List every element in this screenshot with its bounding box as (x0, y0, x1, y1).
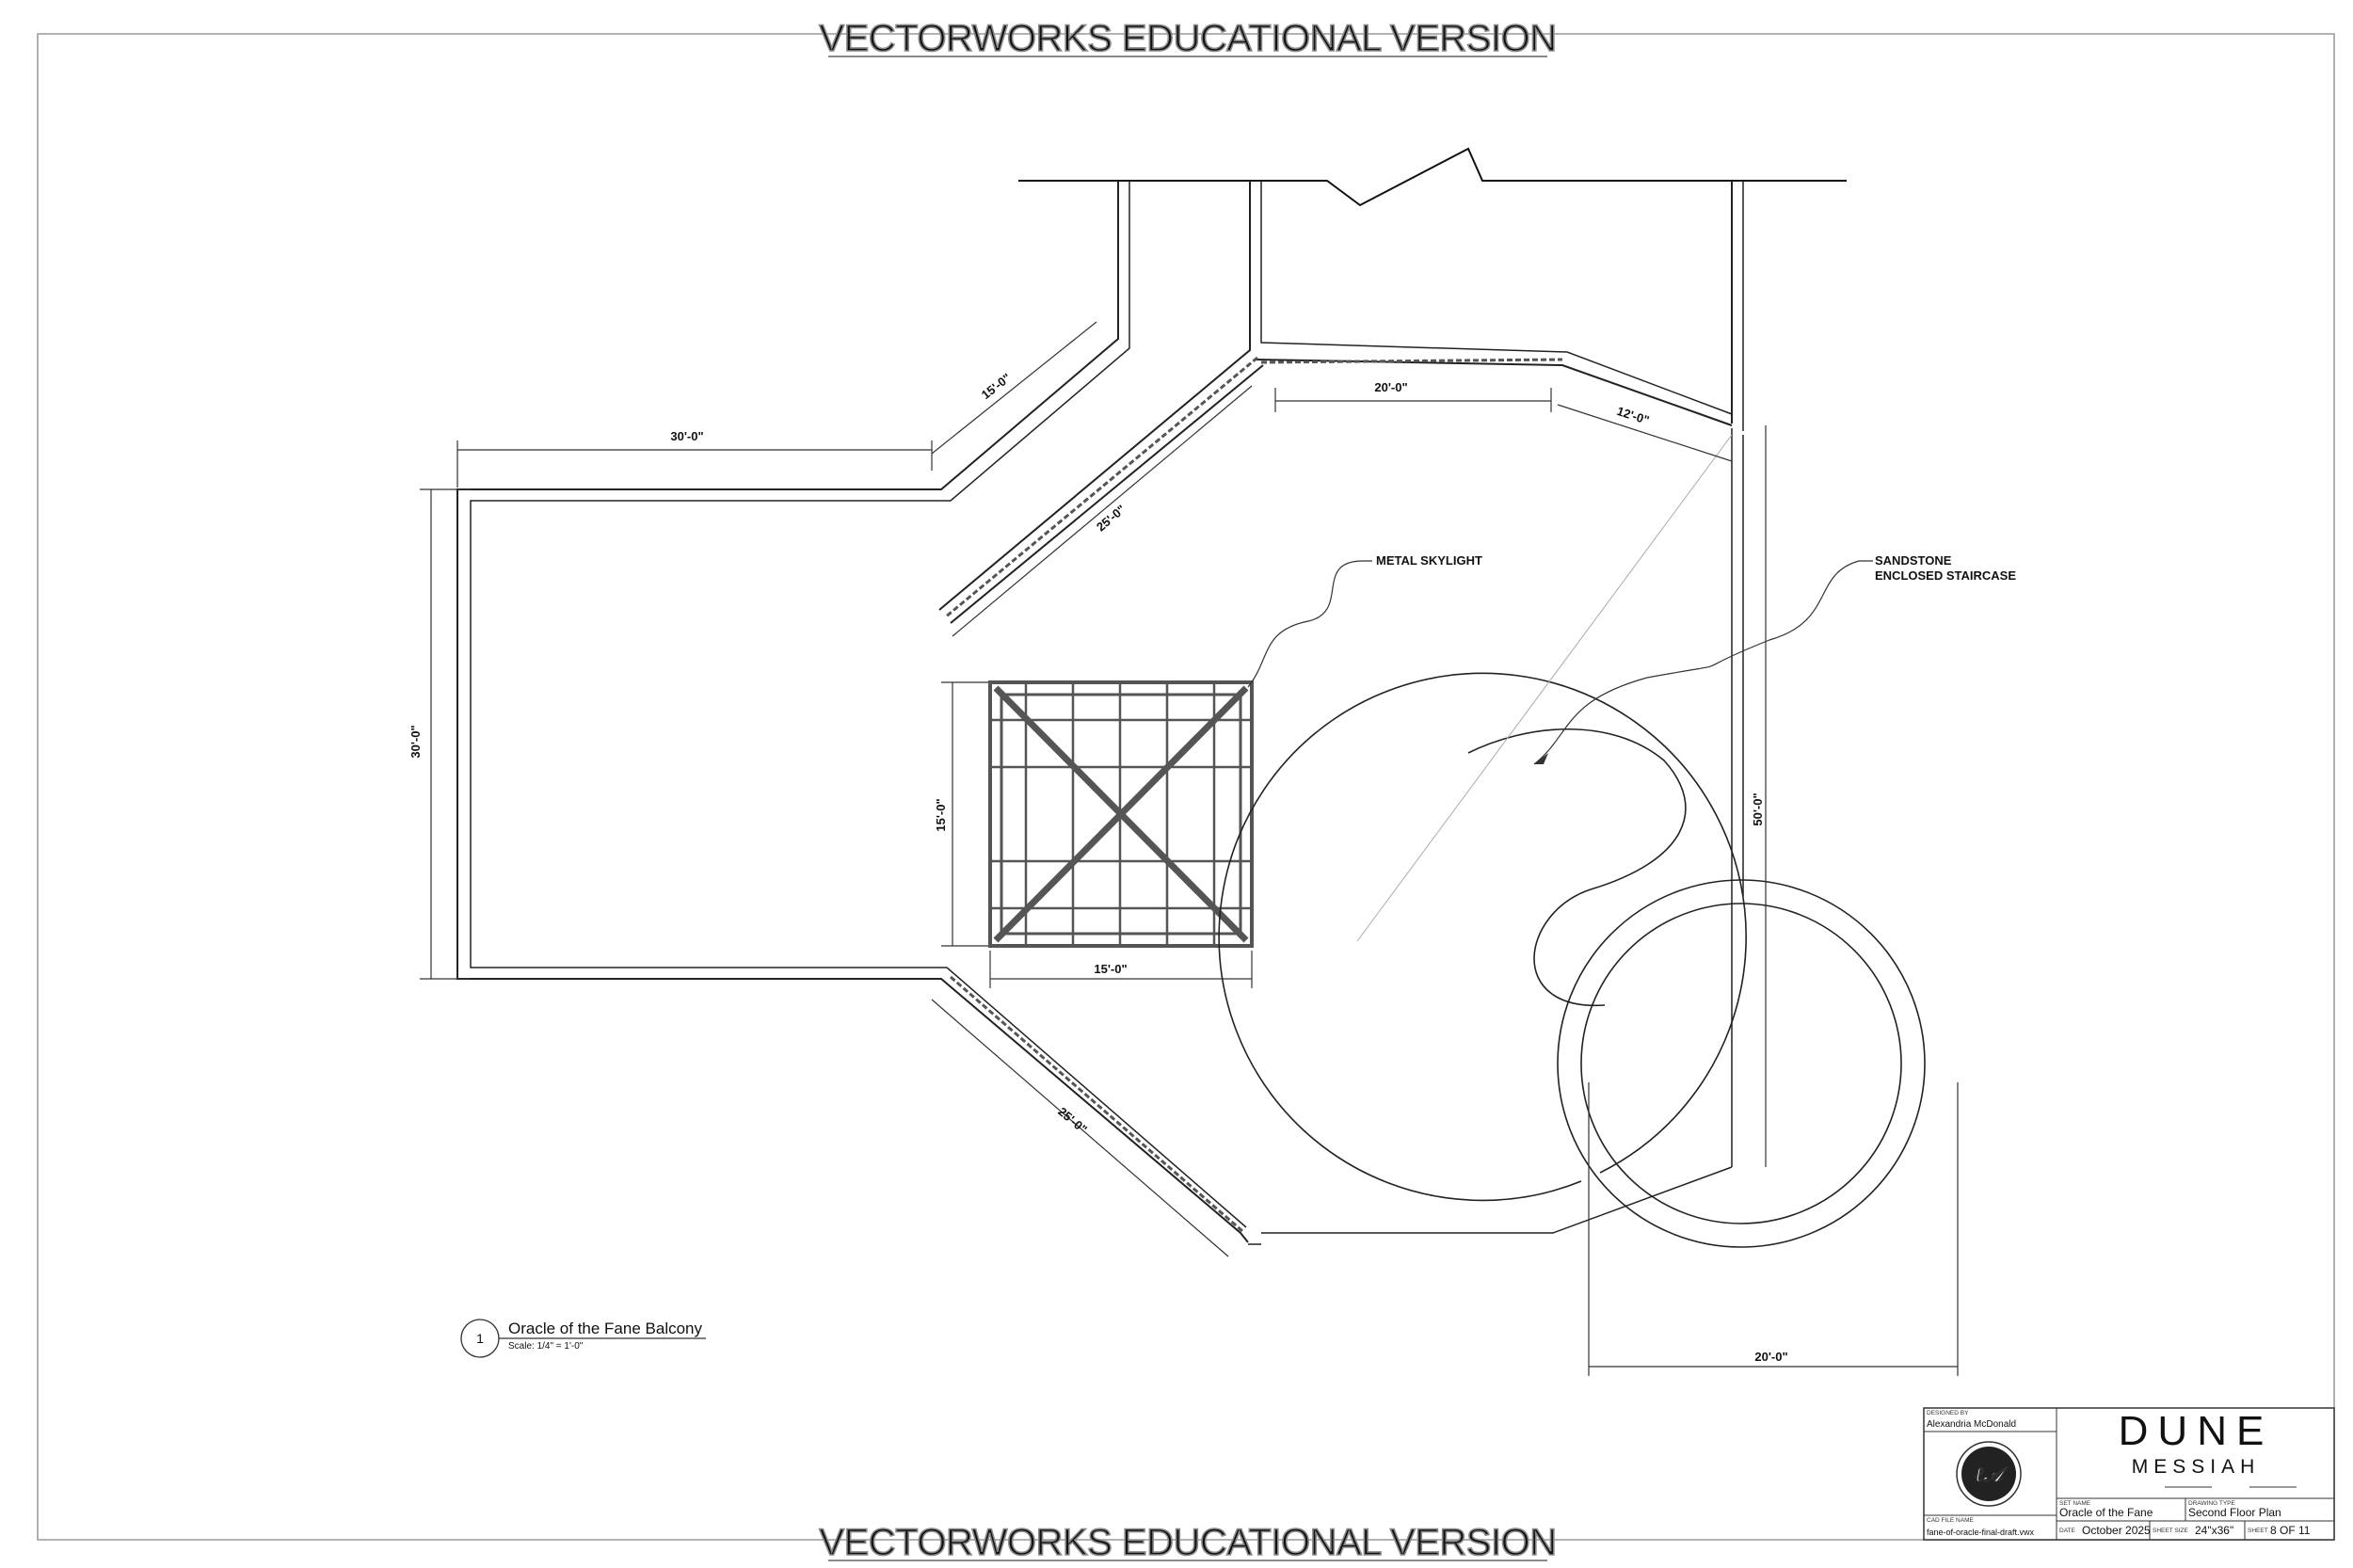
dim-30-top: 30'-0" (670, 429, 703, 443)
dim-50-right: 50'-0" (1751, 792, 1765, 825)
dim-25-upper: 25'-0" (1094, 502, 1128, 534)
designer-logo (1956, 1441, 2022, 1507)
sheet-number: 8 OF 11 (2270, 1524, 2311, 1537)
dim-20-bottom: 20'-0" (1754, 1350, 1787, 1364)
callout-staircase-line2: ENCLOSED STAIRCASE (1875, 568, 2016, 583)
view-title: Oracle of the Fane Balcony (508, 1320, 703, 1337)
balcony-walls (456, 181, 1744, 1245)
designer-name: Alexandria McDonald (1927, 1419, 2016, 1430)
title-block-text: DESIGNED BY Alexandria McDonald CAD FILE… (1927, 1408, 2311, 1537)
view-label: 1 Oracle of the Fane Balcony Scale: 1/4"… (460, 1319, 706, 1358)
break-line (1018, 147, 1847, 207)
set-name-label: SET NAME (2059, 1500, 2091, 1507)
dim-15-skylight-horizontal: 15'-0" (1094, 962, 1127, 976)
callout-staircase-line1: SANDSTONE (1875, 553, 1952, 568)
sheet-border (37, 33, 2335, 1541)
date-label: DATE (2059, 1528, 2076, 1534)
set-name: Oracle of the Fane (2059, 1506, 2153, 1519)
dim-15-skylight-vertical: 15'-0" (934, 798, 948, 831)
watermark-bottom: VECTORWORKS EDUCATIONAL VERSION (819, 1522, 1556, 1563)
title-block: ℓ𝒜 (1923, 1407, 2335, 1541)
watermark-top: VECTORWORKS EDUCATIONAL VERSION (819, 18, 1556, 59)
dim-30-left: 30'-0" (408, 725, 423, 758)
brand-subtitle: MESSIAH (2132, 1456, 2261, 1478)
cad-file-name: fane-of-oracle-final-draft.vwx (1927, 1528, 2035, 1537)
dim-25-lower: 25'-0" (1055, 1104, 1090, 1136)
view-scale: Scale: 1/4" = 1'-0" (508, 1341, 584, 1352)
drawing-type: Second Floor Plan (2188, 1506, 2281, 1519)
callout-skylight-text: METAL SKYLIGHT (1376, 553, 1482, 568)
dim-12-top: 12'-0" (1615, 404, 1651, 427)
designed-by-label: DESIGNED BY (1927, 1410, 1969, 1416)
dimension-labels: 30'-0" 15'-0" 25'-0" 20'-0" 12'-0" 30'-0… (408, 371, 1788, 1364)
wall-hatching (944, 356, 1563, 1233)
callout-skylight: METAL SKYLIGHT (1247, 553, 1482, 688)
drawing-type-label: DRAWING TYPE (2188, 1500, 2236, 1507)
dim-15-diag: 15'-0" (979, 371, 1014, 403)
sheet-size-value: 24"x36" (2195, 1524, 2233, 1537)
callout-staircase: SANDSTONE ENCLOSED STAIRCASE (1533, 553, 2016, 765)
sheet-label: SHEET (2248, 1528, 2268, 1534)
sandstone-staircase (1218, 434, 1926, 1248)
dimension-lines (420, 321, 1959, 1376)
date-value: October 2025 (2082, 1524, 2151, 1537)
brand-title: DUNE (2119, 1408, 2274, 1454)
sheet-size-label: SHEET SIZE (2153, 1528, 2188, 1534)
dim-20-top: 20'-0" (1374, 380, 1407, 394)
view-number: 1 (476, 1331, 484, 1346)
metal-skylight (988, 680, 1254, 948)
cad-file-label: CAD FILE NAME (1927, 1517, 1975, 1524)
